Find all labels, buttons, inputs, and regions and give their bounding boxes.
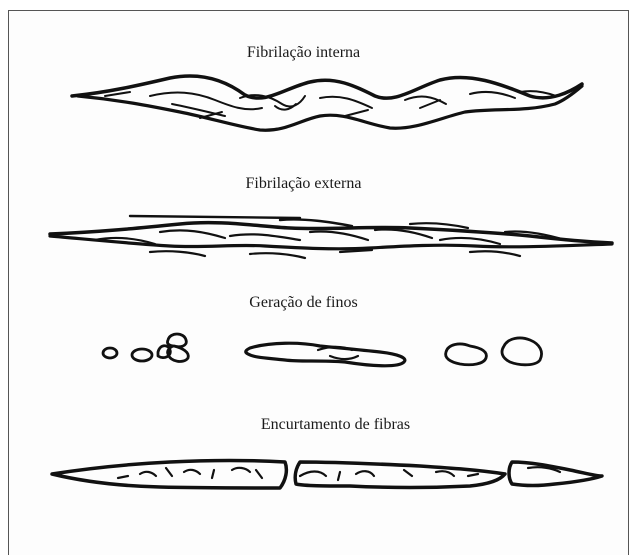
fines-generation-fragments-sketch-icon: [103, 334, 542, 366]
internal-fibrillation-fiber-sketch-icon: [72, 76, 582, 130]
external-fibrillation-fiber-sketch-icon: [50, 216, 612, 258]
fiber-shortening-sketch-icon: [52, 461, 602, 489]
